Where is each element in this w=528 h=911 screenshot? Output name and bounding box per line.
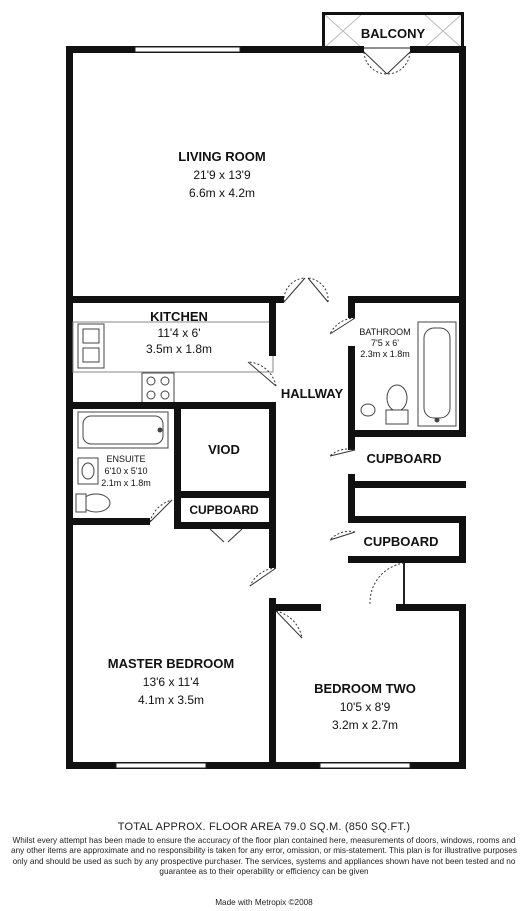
master-bedroom: MASTER BEDROOM 13'6 x 11'4 4.1m x 3.5m bbox=[108, 522, 277, 707]
bedroom-two: BEDROOM TWO 10'5 x 8'9 3.2m x 2.7m bbox=[269, 562, 466, 732]
balcony: BALCONY bbox=[322, 12, 464, 50]
hob-icon bbox=[141, 372, 175, 404]
balcony-doors bbox=[363, 51, 411, 75]
kitchen-imperial: 11'4 x 6' bbox=[157, 326, 200, 340]
kitchen-name: KITCHEN bbox=[150, 309, 208, 324]
basin-icon bbox=[360, 403, 376, 417]
bathroom: BATHROOM 7'5 x 6' 2.3m x 1.8m bbox=[329, 302, 466, 437]
floor-plan: BALCONY LIVING ROOM 21'9 x 13'9 6.6m x 4… bbox=[66, 12, 466, 769]
bedroom-two-name: BEDROOM TWO bbox=[314, 681, 416, 696]
master-bedroom-imperial: 13'6 x 11'4 bbox=[143, 675, 200, 689]
living-room-name: LIVING ROOM bbox=[178, 149, 265, 164]
ensuite: ENSUITE 6'10 x 5'10 2.1m x 1.8m bbox=[66, 411, 173, 525]
hallway: HALLWAY bbox=[281, 386, 344, 401]
cupboard-2-label: CUPBOARD bbox=[363, 534, 438, 549]
living-room: LIVING ROOM 21'9 x 13'9 6.6m x 4.2m bbox=[178, 149, 265, 200]
kitchen-lower-wall bbox=[66, 402, 276, 522]
living-room-lower-wall bbox=[66, 277, 466, 303]
cupboard-2: CUPBOARD bbox=[329, 488, 466, 563]
kitchen: KITCHEN 11'4 x 6' 3.5m x 1.8m bbox=[72, 302, 277, 404]
floor-area-total: TOTAL APPROX. FLOOR AREA 79.0 SQ.M. (850… bbox=[117, 821, 411, 833]
bathroom-metric: 2.3m x 1.8m bbox=[360, 349, 410, 359]
kitchen-metric: 3.5m x 1.8m bbox=[146, 342, 212, 356]
master-bedroom-metric: 4.1m x 3.5m bbox=[138, 693, 204, 707]
cupboard-1: CUPBOARD bbox=[329, 436, 466, 488]
disclaimer-text: Whilst every attempt has been made to en… bbox=[11, 836, 517, 877]
ensuite-cupboard-label: CUPBOARD bbox=[189, 503, 259, 517]
hallway-label: HALLWAY bbox=[281, 386, 344, 401]
balcony-label: BALCONY bbox=[361, 26, 426, 41]
living-room-metric: 6.6m x 4.2m bbox=[189, 186, 255, 200]
bathroom-name: BATHROOM bbox=[359, 327, 410, 337]
toilet-icon bbox=[386, 384, 408, 412]
cupboard-1-label: CUPBOARD bbox=[366, 451, 441, 466]
bedroom-two-imperial: 10'5 x 8'9 bbox=[340, 700, 391, 714]
windows bbox=[115, 46, 411, 769]
bedroom-two-metric: 3.2m x 2.7m bbox=[332, 718, 398, 732]
credit-text: Made with Metropix ©2008 bbox=[215, 898, 313, 907]
bathroom-imperial: 7'5 x 6' bbox=[371, 338, 399, 348]
living-room-imperial: 21'9 x 13'9 bbox=[193, 168, 251, 182]
void-label: VIOD bbox=[208, 442, 240, 457]
master-bedroom-name: MASTER BEDROOM bbox=[108, 656, 234, 671]
ensuite-cupboard: CUPBOARD bbox=[174, 498, 276, 543]
ensuite-imperial: 6'10 x 5'10 bbox=[105, 466, 148, 476]
void: VIOD bbox=[174, 402, 276, 498]
ensuite-name: ENSUITE bbox=[106, 454, 145, 464]
ensuite-metric: 2.1m x 1.8m bbox=[101, 478, 151, 488]
